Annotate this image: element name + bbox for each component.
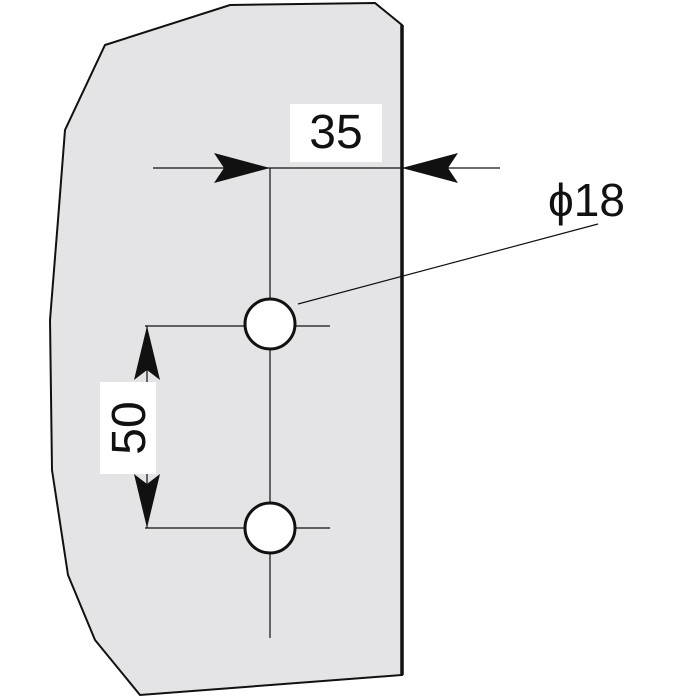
arrow-down-50	[134, 474, 160, 528]
dimension-label-50: 50	[103, 401, 156, 454]
hole-bottom	[243, 501, 297, 555]
hole-top	[243, 297, 297, 351]
label-box-50	[100, 382, 156, 474]
door-panel	[48, 1, 403, 697]
label-box-35	[290, 104, 382, 162]
arrow-right-35	[402, 153, 458, 183]
diameter-leader-line	[297, 223, 599, 305]
arrow-left-35	[214, 153, 270, 183]
diameter-label: ϕ18	[548, 174, 625, 226]
arrow-up-50	[134, 326, 160, 380]
dimension-label-35: 35	[309, 106, 362, 159]
